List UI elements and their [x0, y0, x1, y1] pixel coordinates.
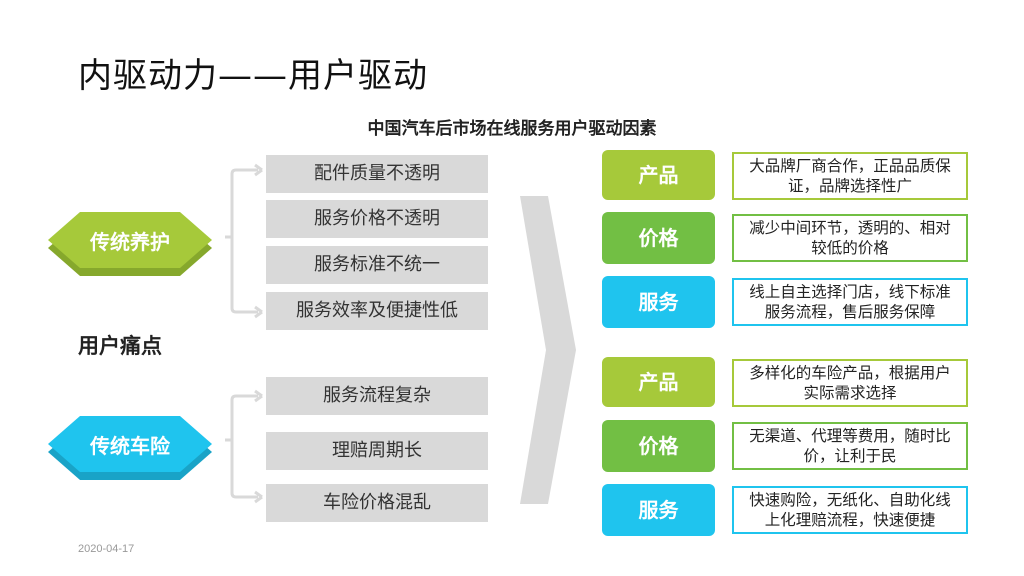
pain-item: 服务标准不统一: [266, 246, 488, 284]
driver-desc: 线上自主选择门店，线下标准服务流程，售后服务保障: [732, 278, 968, 326]
driver-tag-price: 价格: [602, 420, 715, 472]
driver-desc: 无渠道、代理等费用，随时比价，让利于民: [732, 422, 968, 470]
date-label: 2020-04-17: [78, 543, 135, 555]
driver-tag-service: 服务: [602, 276, 715, 328]
pain-item: 服务流程复杂: [266, 377, 488, 415]
pain-item: 车险价格混乱: [266, 484, 488, 522]
group-label-insurance: 传统车险: [90, 434, 170, 458]
driver-desc: 多样化的车险产品，根据用户实际需求选择: [732, 359, 968, 407]
diamond-shape-insurance: [48, 416, 212, 480]
chevron-arrow: [520, 196, 576, 504]
pain-item: 配件质量不透明: [266, 155, 488, 193]
driver-tag-product: 产品: [602, 357, 715, 407]
pain-item: 理赔周期长: [266, 432, 488, 470]
chart-subtitle: 中国汽车后市场在线服务用户驱动因素: [367, 119, 657, 139]
driver-tag-service: 服务: [602, 484, 715, 536]
driver-tag-price: 价格: [602, 212, 715, 264]
driver-tag-product: 产品: [602, 150, 715, 200]
pain-item: 服务效率及便捷性低: [266, 292, 488, 330]
pain-point-title: 用户痛点: [78, 334, 162, 358]
driver-desc: 大品牌厂商合作，正品品质保证，品牌选择性广: [732, 152, 968, 200]
driver-desc: 减少中间环节，透明的、相对较低的价格: [732, 214, 968, 262]
group-label-maintenance: 传统养护: [90, 230, 170, 254]
pain-item: 服务价格不透明: [266, 200, 488, 238]
diamond-shape-maintenance: [48, 212, 212, 276]
driver-desc: 快速购险，无纸化、自助化线上化理赔流程，快速便捷: [732, 486, 968, 534]
page-title: 内驱动力——用户驱动: [78, 56, 428, 96]
